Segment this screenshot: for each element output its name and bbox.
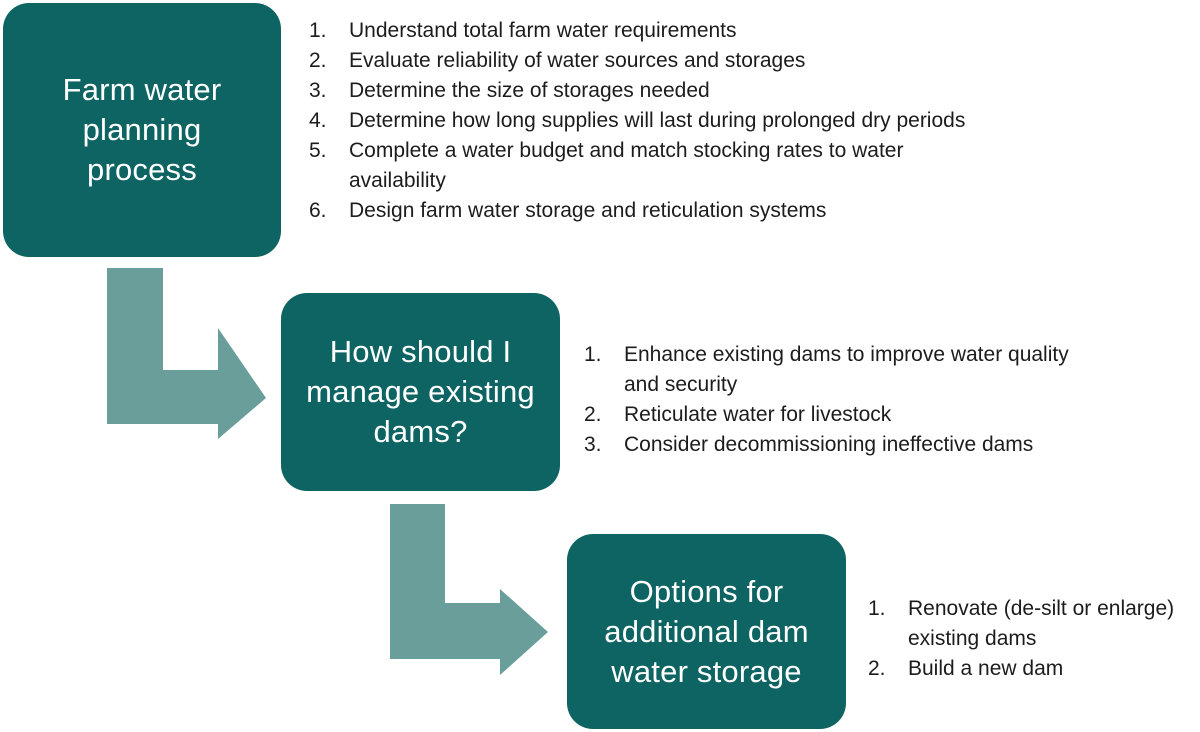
list-item: 2. Reticulate water for livestock [584, 400, 1094, 430]
list-item: 3. Determine the size of storages needed [309, 76, 979, 106]
step-title: Farm water planning process [62, 72, 222, 187]
list-item-text: Consider decommissioning ineffective dam… [624, 433, 1034, 456]
list-item-number: 2. [309, 49, 327, 72]
list-item: 1. Understand total farm water requiremen… [309, 16, 979, 46]
list-item-text: Determine the size of storages needed [349, 79, 710, 102]
connector-arrow-1-shape [107, 268, 266, 439]
step-3-action-list: 1. Renovate (de-silt or enlarge) existing… [868, 594, 1200, 684]
connector-arrow-2-shape [390, 504, 548, 675]
step-1-action-list: 1. Understand total farm water requiremen… [309, 16, 979, 226]
list-item-text: Complete a water budget and match stocki… [349, 139, 904, 192]
list-item-number: 6. [309, 199, 327, 222]
list-item-text: Renovate (de-silt or enlarge) existing d… [908, 597, 1175, 650]
list-item: 2. Evaluate reliability of water sources … [309, 46, 979, 76]
list-item-text: Enhance existing dams to improve water q… [624, 343, 1069, 396]
list-item: 3. Consider decommissioning ineffective d… [584, 430, 1094, 460]
list-item: 6. Design farm water storage and reticula… [309, 196, 979, 226]
list-item: 2. Build a new dam [868, 654, 1200, 684]
step-title: Options for additional dam water storage [604, 573, 809, 689]
list-item-number: 1. [584, 343, 602, 366]
list-item-text: Understand total farm water requirements [349, 19, 737, 42]
list-item-number: 2. [584, 403, 602, 426]
list-item-number: 2. [868, 657, 886, 680]
list-item: 4. Determine how long supplies will last … [309, 106, 979, 136]
list-item-number: 4. [309, 109, 327, 132]
list-item-text: Evaluate reliability of water sources an… [349, 49, 806, 72]
step-box-additional-dam-storage: Options for additional dam water storage [567, 534, 846, 729]
list-item-number: 1. [309, 19, 327, 42]
list-item-number: 5. [309, 139, 327, 162]
list-item: 1. Renovate (de-silt or enlarge) existing… [868, 594, 1200, 654]
list-item-number: 1. [868, 597, 886, 620]
list-item-text: Build a new dam [908, 657, 1064, 680]
list-item-text: Determine how long supplies will last du… [349, 109, 966, 132]
list-item-number: 3. [309, 79, 327, 102]
list-item: 5. Complete a water budget and match stoc… [309, 136, 989, 196]
step-box-manage-existing-dams: How should I manage existing dams? [281, 293, 560, 491]
step-title: How should I manage existing dams? [306, 334, 535, 449]
list-item-number: 3. [584, 433, 602, 456]
list-item-text: Design farm water storage and reticulati… [349, 199, 827, 222]
list-item-text: Reticulate water for livestock [624, 403, 892, 426]
step-2-action-list: 1. Enhance existing dams to improve water… [584, 340, 1094, 460]
step-box-farm-water-planning: Farm water planning process [3, 3, 281, 257]
list-item: 1. Enhance existing dams to improve water… [584, 340, 1084, 400]
